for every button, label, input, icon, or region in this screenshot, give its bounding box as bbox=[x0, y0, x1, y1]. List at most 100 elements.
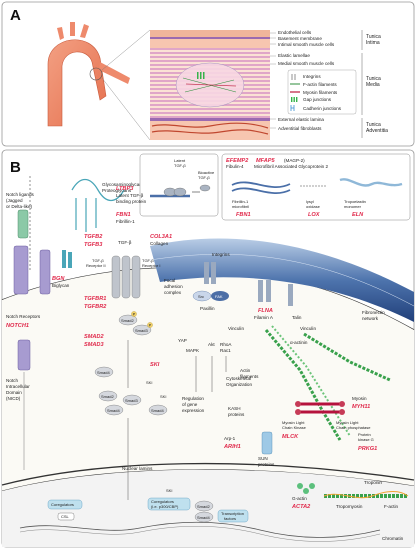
actin-filaments: Actin filaments bbox=[240, 325, 391, 441]
label-paxillin: Paxillin bbox=[200, 306, 215, 311]
label-nicd-4: (NICD) bbox=[6, 396, 21, 401]
gene-smad3: SMAD3 bbox=[84, 342, 104, 348]
label-nicd-1: Notch bbox=[6, 378, 18, 383]
label-endothelial: Endothelial cells bbox=[278, 30, 312, 35]
label-vinculin-1: Vinculin bbox=[228, 326, 244, 331]
label-smad2-a: Smad2 bbox=[121, 318, 134, 323]
label-external-lamina: External elastic lamina bbox=[278, 117, 324, 122]
label-sun-1: SUN bbox=[258, 456, 268, 461]
thin-filament: G-actin ACTA2 Troponin Tropomyosin F-act… bbox=[291, 480, 409, 510]
label-smad2-c: Smad2 bbox=[197, 504, 210, 509]
myosin-complex: Myosin MYH11 Myosin Light Chain Kinase M… bbox=[282, 396, 377, 452]
label-alpha-actinin: α-actinin bbox=[290, 340, 308, 345]
label-actin-filaments-1: Actin bbox=[240, 368, 251, 373]
label-tf-2: factors bbox=[224, 516, 236, 521]
label-medial-smc: Medial smooth muscle cells bbox=[278, 61, 335, 66]
linc-complex: KASH proteins Arp-1 ARIH1 SUN proteins N… bbox=[122, 406, 275, 493]
label-sun-2: proteins bbox=[258, 462, 275, 467]
tgfb-receptors: TGF-β Receptor II TGF-β Receptor I TGFBR… bbox=[84, 255, 160, 310]
gene-arih1: ARIH1 bbox=[223, 444, 241, 450]
focal-adhesion: Focal adhesion complex Integrins Src FAK… bbox=[164, 252, 230, 311]
wall-labels: Endothelial cells Basement membrane Inti… bbox=[270, 30, 388, 138]
gene-bgn: BGN bbox=[52, 276, 65, 282]
p-badge-2: P bbox=[149, 322, 152, 327]
label-pkg-1: Protein bbox=[358, 432, 371, 437]
label-notch-ligand-1: Notch ligands bbox=[6, 192, 35, 197]
label-mlcp-1: Myosin Light bbox=[336, 420, 359, 425]
label-fibrillin1: Fibrillin-1 bbox=[116, 219, 135, 224]
gene-eln: ELN bbox=[352, 212, 364, 218]
label-tropomyosin: Tropomyosin bbox=[336, 504, 363, 509]
label-csl: CSL bbox=[61, 514, 70, 519]
gene-efemp2: EFEMP2 bbox=[226, 158, 249, 164]
label-fibulin4: Fibulin-4 bbox=[226, 164, 244, 169]
label-bioactive-1: Bioactive bbox=[198, 170, 215, 175]
label-magp-full: Microfibril Associated Glycoprotein 2 bbox=[254, 164, 328, 169]
label-glyco-2: Proteoglycans bbox=[102, 188, 132, 193]
label-kash-2: proteins bbox=[228, 412, 245, 417]
legend-myosin: Myosin filaments bbox=[303, 90, 338, 95]
label-tf-1: Transcription bbox=[221, 511, 244, 516]
label-factin: F-actin bbox=[384, 504, 398, 509]
label-integrins: Integrins bbox=[212, 252, 230, 257]
label-smad4-a: Smad4 bbox=[97, 370, 110, 375]
panel-b-letter: B bbox=[10, 159, 21, 176]
gene-mlck: MLCK bbox=[282, 434, 299, 440]
label-nuclear-lamins: Nuclear lamins bbox=[122, 466, 153, 471]
gene-mfap5: MFAP5 bbox=[256, 158, 276, 164]
gene-lox: LOX bbox=[308, 212, 321, 218]
label-magp2: (MAGP-2) bbox=[284, 158, 305, 163]
gene-ski: SKI bbox=[150, 362, 160, 368]
cadherin-icon bbox=[290, 105, 295, 111]
label-chromatin: Chromatin bbox=[382, 536, 404, 541]
label-smad4-c: Smad4 bbox=[151, 408, 164, 413]
legend-cadherin: Cadherin junctions bbox=[303, 106, 342, 111]
label-notch-ligand-3: or Delta-like) bbox=[6, 204, 33, 209]
label-coregulators: Coregulators bbox=[51, 502, 74, 507]
vessel-wall-layers bbox=[150, 30, 270, 140]
label-gactin: G-actin bbox=[292, 496, 307, 501]
gene-smad2: SMAD2 bbox=[84, 334, 104, 340]
label-glyco-1: Glycosaminoglycans/ bbox=[102, 182, 146, 187]
label-cyto-1: Cytoskeletal bbox=[226, 376, 251, 381]
label-notch-receptors: Notch Receptors bbox=[6, 314, 41, 319]
label-myosin: Myosin bbox=[352, 396, 367, 401]
label-adventitial-fibroblasts: Adventitial fibroblasts bbox=[278, 126, 322, 131]
tunica-adventitia-2: Adventitia bbox=[366, 128, 388, 134]
label-smad4-b: Smad4 bbox=[107, 408, 120, 413]
label-filamin: Filamin A bbox=[254, 315, 274, 320]
label-latent-bp-1: Latent TGF-β bbox=[116, 193, 144, 198]
label-tropoelastin-2: monomer bbox=[344, 204, 362, 209]
label-focal-3: complex bbox=[164, 290, 182, 295]
gene-fbn1-b: FBN1 bbox=[236, 212, 251, 218]
legend-factin: F-actin filaments bbox=[303, 82, 337, 87]
tgfb-ligand-area: TGFB2 TGFB3 BGN Biglycan COL3A1 Collagen… bbox=[52, 234, 172, 288]
label-biglycan: Biglycan bbox=[52, 283, 70, 288]
gap-junction-icon bbox=[291, 97, 298, 102]
label-akt: Akt bbox=[208, 342, 215, 347]
p-badge-1: P bbox=[133, 311, 136, 316]
label-fibronectin-1: Fibronectin bbox=[362, 310, 385, 315]
label-cyto-2: Organization bbox=[226, 382, 252, 387]
label-rac1: Rac1 bbox=[220, 348, 231, 353]
panel-b: B Glycosaminoglycans/ Proteoglycans bbox=[1, 149, 415, 548]
notch-pathway: Notch ligands (Jagged or Delta-like) Not… bbox=[6, 176, 51, 470]
gene-ltbp3: LTBP3 bbox=[116, 186, 134, 192]
label-src: Src bbox=[198, 294, 204, 299]
label-focal-2: adhesion bbox=[164, 284, 183, 289]
gene-col3a1: COL3A1 bbox=[150, 234, 172, 240]
tunica-media-1: Tunica bbox=[366, 76, 381, 82]
label-microfibril-1: Fibrillin-1 bbox=[232, 199, 249, 204]
label-collagen: Collagen bbox=[150, 241, 169, 246]
legend-integrins: Integrins bbox=[303, 74, 321, 79]
label-latent-bp-2: binding protein bbox=[116, 199, 147, 204]
label-ski-a: SKI bbox=[146, 380, 152, 385]
label-ski-b: SKI bbox=[160, 394, 166, 399]
integrin-adaptors: FLNA Filamin A Talin Vinculin Vinculin α… bbox=[228, 280, 385, 345]
gene-tgfbr1: TGFBR1 bbox=[84, 296, 106, 302]
label-arp: Arp-1 bbox=[224, 436, 236, 441]
glycosaminoglycan-cluster: Glycosaminoglycans/ Proteoglycans bbox=[71, 178, 146, 232]
label-tgfb: TGF-β bbox=[118, 240, 132, 245]
label-rec1-1: TGF-β bbox=[142, 258, 154, 263]
